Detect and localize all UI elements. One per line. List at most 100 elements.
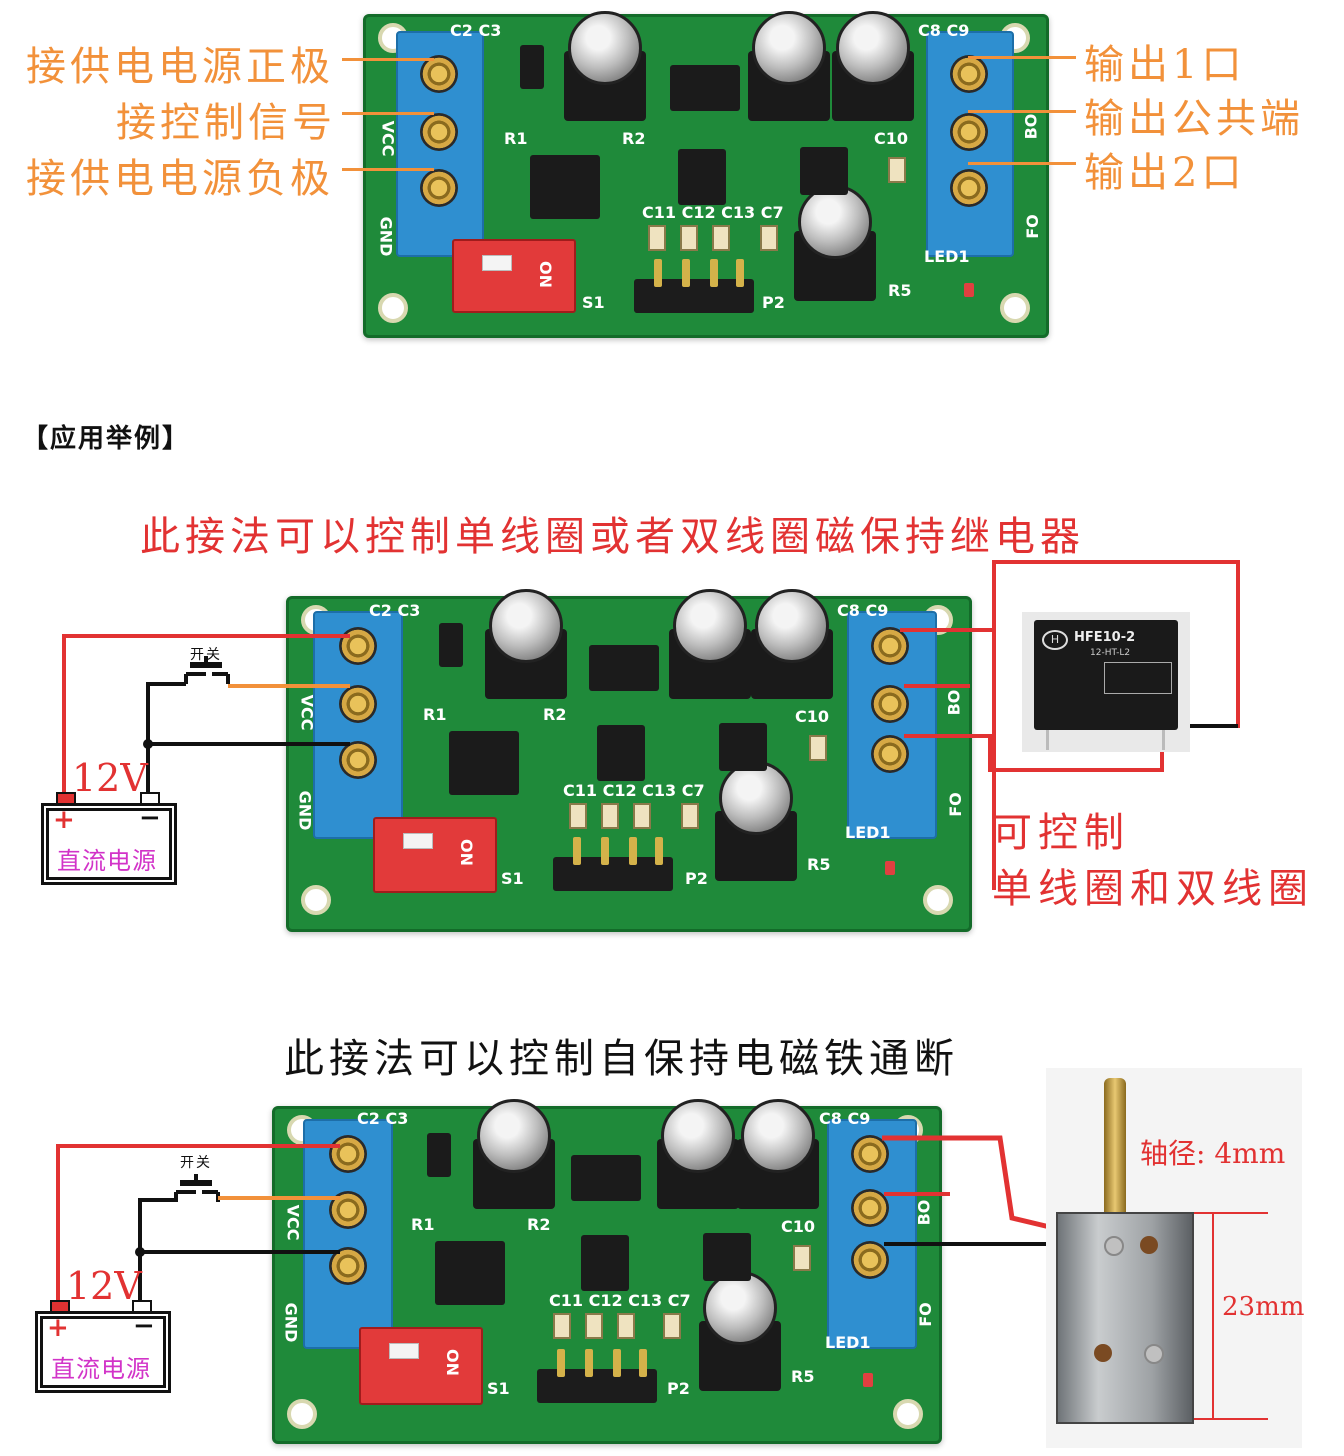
optocoupler-chip bbox=[449, 731, 519, 795]
terminal-screw-vcc bbox=[420, 55, 458, 93]
dimension-tick bbox=[1194, 1212, 1268, 1214]
terminal-screw-common bbox=[851, 1189, 889, 1227]
capacitor bbox=[661, 1099, 735, 1173]
battery-positive-terminal bbox=[56, 792, 76, 808]
relay-pin bbox=[1162, 730, 1165, 750]
note-line-2: 单线圈和双线圈 bbox=[992, 866, 1314, 912]
psu-plus: + bbox=[53, 805, 75, 835]
capacitor bbox=[489, 589, 563, 663]
label-control-signal: 接控制信号 bbox=[116, 100, 336, 146]
capacitor bbox=[798, 185, 872, 259]
voltage-label: 12V bbox=[66, 1264, 142, 1308]
battery-negative-terminal bbox=[132, 1300, 152, 1316]
red-wire bbox=[882, 1135, 1055, 1231]
pcb-board: VCC GND C2 C3 C8 C9 BO FO R1 R2 C10 C11 … bbox=[286, 589, 972, 932]
output-terminal-block bbox=[827, 1119, 917, 1349]
mount-hole bbox=[893, 1399, 923, 1429]
terminal-screw-out2 bbox=[871, 735, 909, 773]
relay-body: H HFE10-2 12-HT-L2 bbox=[1034, 620, 1178, 730]
pin-header bbox=[537, 1349, 657, 1403]
optocoupler-chip bbox=[435, 1241, 505, 1305]
psu-label: 直流电源 bbox=[51, 1355, 151, 1383]
red-wire bbox=[62, 634, 350, 796]
terminal-screw-out1 bbox=[851, 1135, 889, 1173]
psu-plus: + bbox=[47, 1313, 69, 1343]
header-pin bbox=[601, 837, 609, 865]
dip-switch-toggle bbox=[389, 1343, 419, 1359]
terminal-screw-common bbox=[871, 685, 909, 723]
battery-positive-terminal bbox=[50, 1300, 70, 1316]
label-output-1: 输出1口 bbox=[1084, 42, 1246, 88]
capacitor bbox=[673, 589, 747, 663]
smd-component bbox=[585, 1313, 603, 1339]
switch-stem bbox=[194, 1174, 198, 1184]
silk-p2: P2 bbox=[667, 1379, 690, 1398]
capacitor bbox=[836, 11, 910, 85]
psu-minus: − bbox=[139, 803, 161, 833]
transistor bbox=[427, 1133, 451, 1177]
ic-chip bbox=[597, 725, 645, 781]
terminal-screw-signal bbox=[420, 113, 458, 151]
smd-component bbox=[712, 225, 730, 251]
silk-r2: R2 bbox=[622, 129, 646, 148]
leader-line bbox=[342, 112, 434, 115]
status-led bbox=[863, 1373, 873, 1387]
terminal-screw-gnd bbox=[420, 169, 458, 207]
terminal-screw-out1 bbox=[871, 627, 909, 665]
solenoid-body bbox=[1056, 1212, 1194, 1424]
ic-chip bbox=[703, 1233, 751, 1281]
status-led bbox=[885, 861, 895, 875]
black-wire bbox=[138, 1198, 176, 1302]
silk-r1: R1 bbox=[411, 1215, 435, 1234]
silk-c11: C11 C12 C13 C7 bbox=[563, 781, 705, 800]
silk-led1: LED1 bbox=[825, 1333, 871, 1352]
header-pin bbox=[710, 259, 718, 287]
silk-r2: R2 bbox=[527, 1215, 551, 1234]
regulator-chip bbox=[589, 645, 659, 691]
terminal-screw-out1 bbox=[950, 55, 988, 93]
dip-switch: ON bbox=[359, 1327, 483, 1405]
switch-label: 开关 bbox=[190, 647, 222, 663]
transistor bbox=[520, 45, 544, 89]
silk-s1: S1 bbox=[501, 869, 524, 888]
smd-component bbox=[648, 225, 666, 251]
switch-stem bbox=[204, 656, 208, 666]
capacitor bbox=[741, 1099, 815, 1173]
header-pin bbox=[629, 837, 637, 865]
smd-component bbox=[809, 735, 827, 761]
input-terminal-block bbox=[396, 31, 484, 257]
pcb-board: VCC GND C2 C3 C8 C9 BO FO R1 R2 C10 C11 … bbox=[363, 11, 1049, 338]
silk-c8c9: C8 C9 bbox=[918, 21, 970, 40]
terminal-screw-common bbox=[950, 113, 988, 151]
relay-submodel: 12-HT-L2 bbox=[1090, 648, 1131, 658]
smd-component bbox=[681, 803, 699, 829]
silk-r5: R5 bbox=[807, 855, 831, 874]
pin-header bbox=[553, 837, 673, 891]
label-output-2: 输出2口 bbox=[1084, 150, 1246, 196]
capacitor bbox=[703, 1271, 777, 1345]
output-terminal-block bbox=[926, 31, 1014, 257]
ic-chip bbox=[800, 147, 848, 195]
note-line-1: 可控制 bbox=[992, 810, 1130, 856]
terminal-screw-out2 bbox=[950, 169, 988, 207]
status-led bbox=[964, 283, 974, 297]
silk-c11: C11 C12 C13 C7 bbox=[642, 203, 784, 222]
silk-c10: C10 bbox=[781, 1217, 816, 1236]
height-label: 23mm bbox=[1222, 1292, 1305, 1322]
relay-schematic bbox=[1104, 662, 1172, 694]
mount-hole bbox=[378, 293, 408, 323]
solenoid-shaft bbox=[1104, 1078, 1126, 1218]
silk-c2c3: C2 C3 bbox=[450, 21, 502, 40]
mount-hole bbox=[287, 1399, 317, 1429]
optocoupler-chip bbox=[530, 155, 600, 219]
smd-component bbox=[569, 803, 587, 829]
red-wire bbox=[904, 734, 1164, 772]
header-pin bbox=[655, 837, 663, 865]
solenoid-hole bbox=[1144, 1344, 1164, 1364]
solenoid-photo: 轴径: 4mm 23mm bbox=[1046, 1068, 1305, 1448]
silk-c10: C10 bbox=[795, 707, 830, 726]
silk-s1: S1 bbox=[487, 1379, 510, 1398]
dimension-line bbox=[1212, 1212, 1214, 1420]
terminal-screw-out2 bbox=[851, 1241, 889, 1279]
header-pin bbox=[639, 1349, 647, 1377]
